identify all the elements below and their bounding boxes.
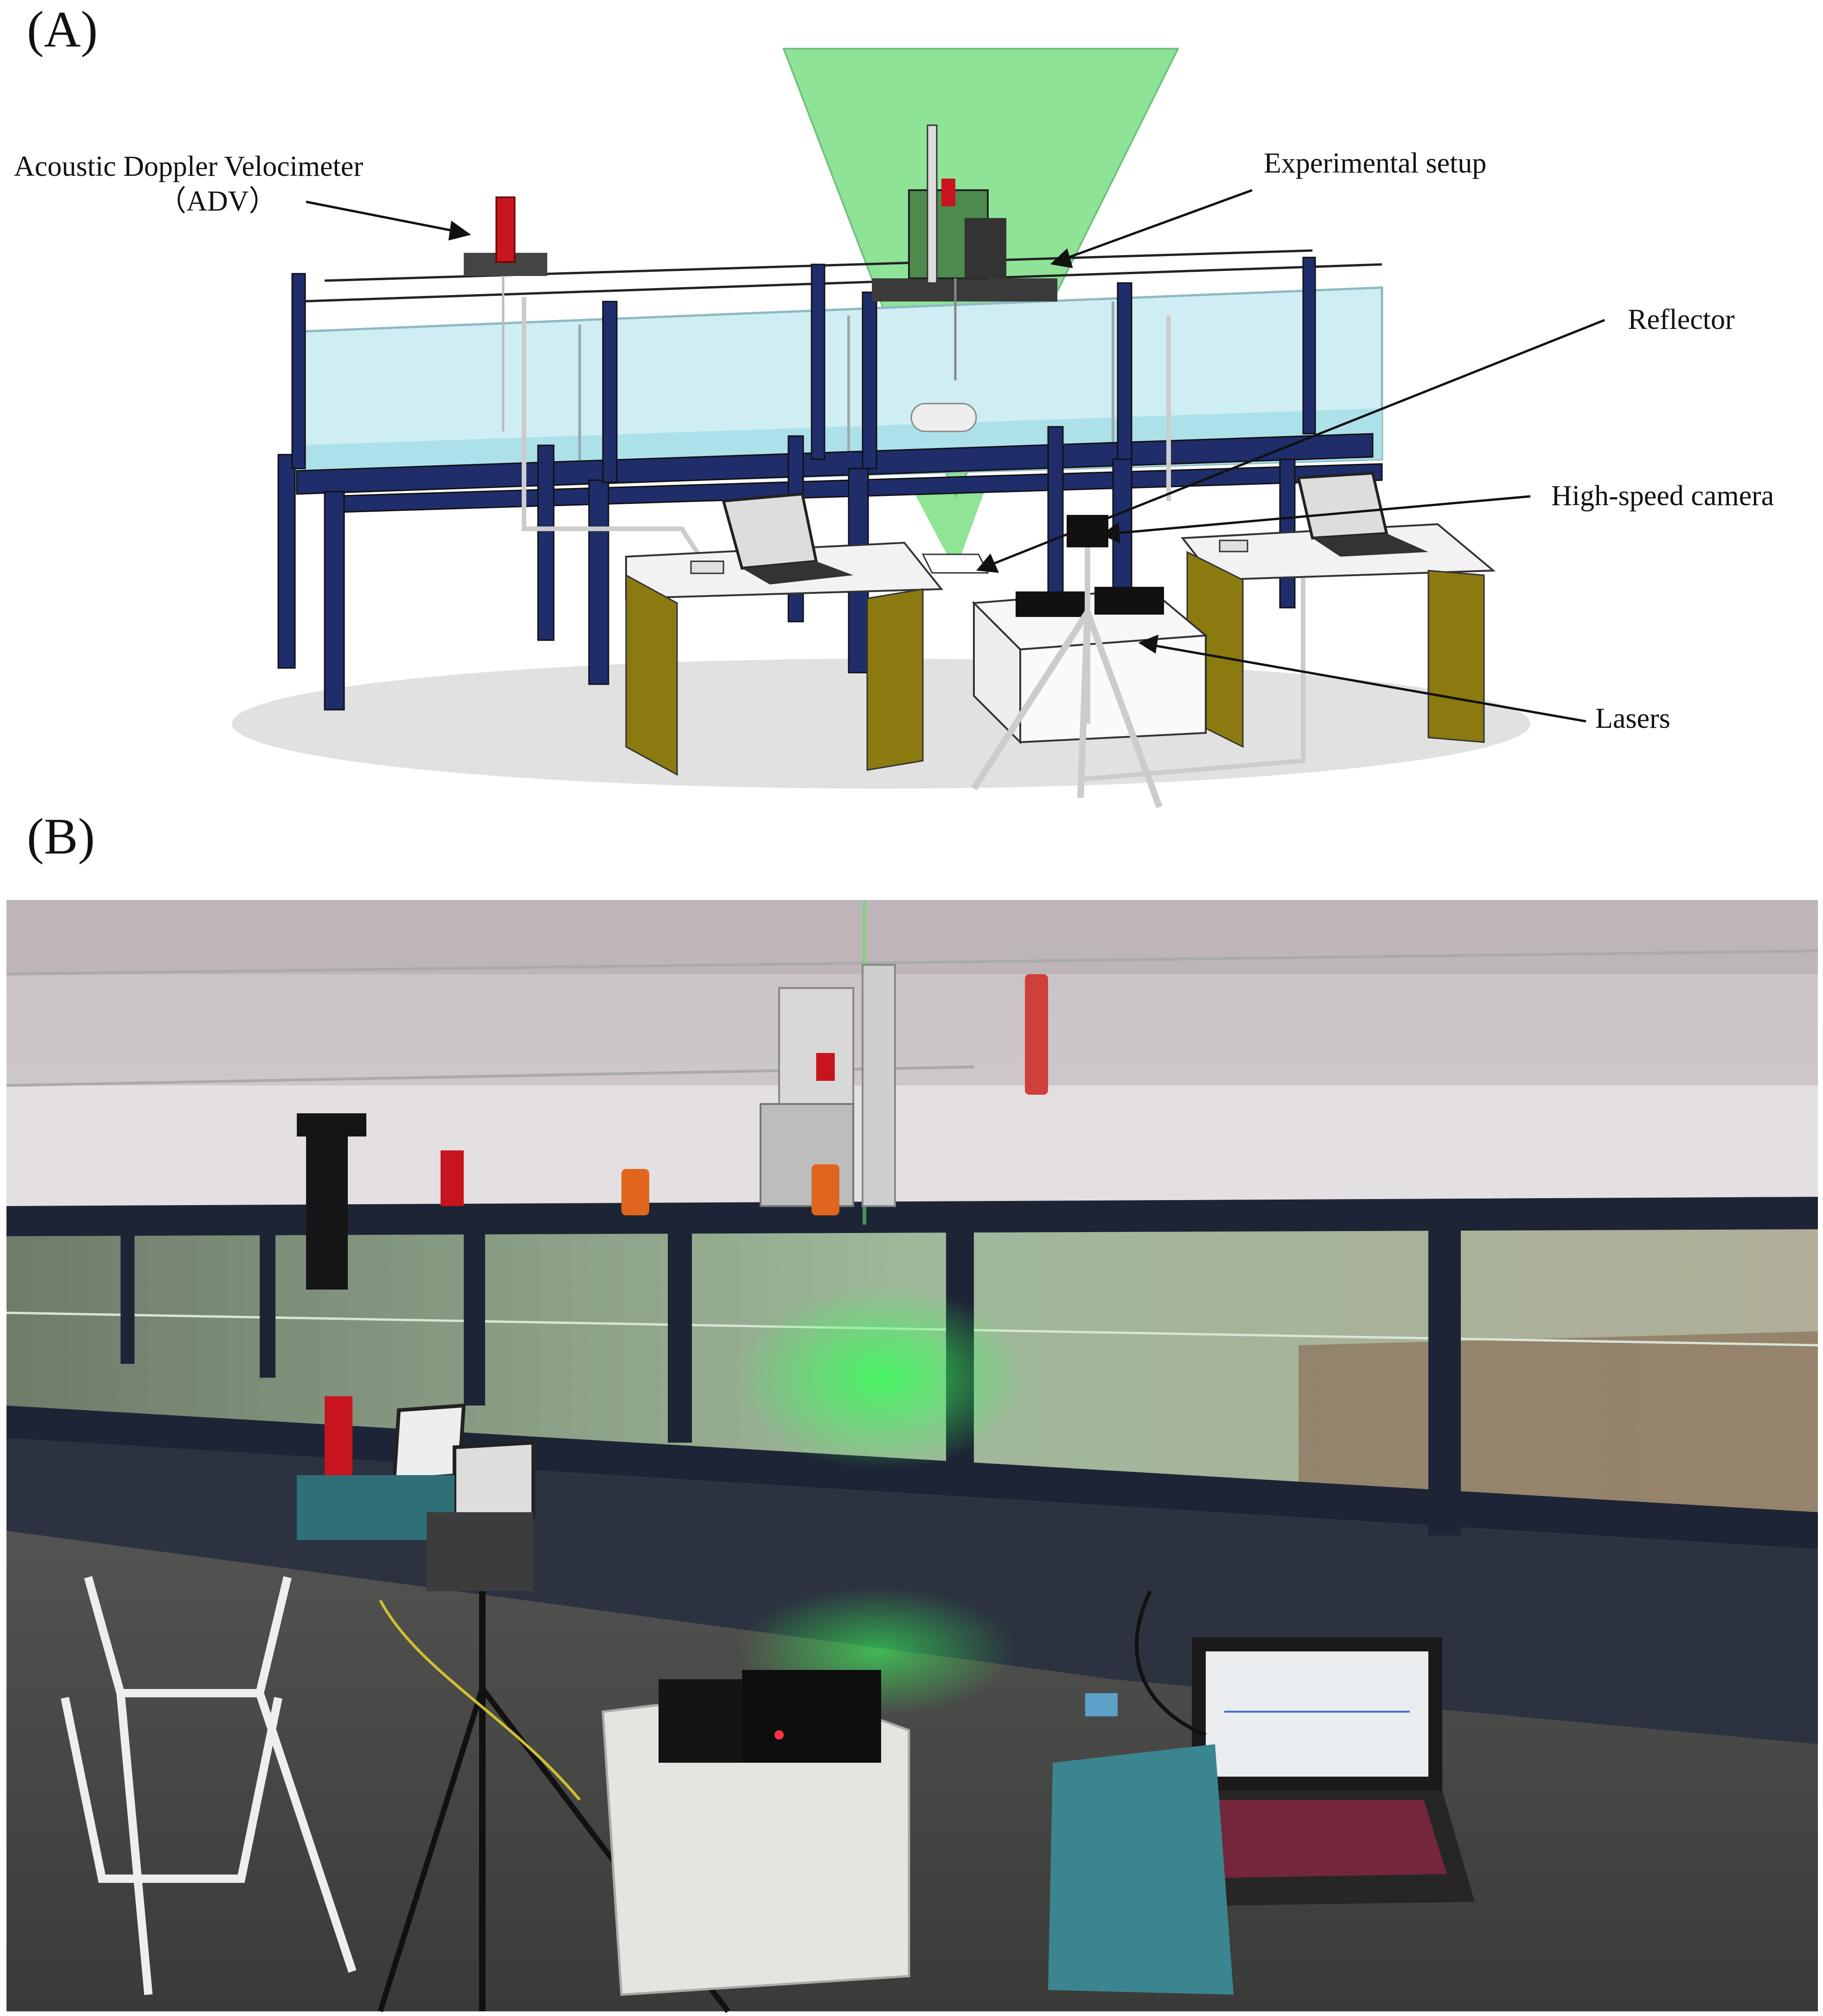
reflector-label: Reflector: [1628, 304, 1735, 335]
reflector: [921, 553, 989, 574]
experimental-setup-rig: [872, 124, 1057, 432]
high-speed-camera: [971, 515, 1163, 809]
right-table: [1181, 471, 1496, 748]
panel-a-label: (A): [27, 1, 98, 58]
panel-a-schematic: [232, 48, 1605, 809]
adv-abbrev-label: （ADV）: [158, 186, 278, 217]
experimental-setup-label: Experimental setup: [1264, 148, 1487, 179]
high-speed-camera-label: High-speed camera: [1551, 480, 1774, 512]
adv-device: [464, 196, 547, 431]
panel-b-label: (B): [27, 808, 95, 865]
lasers-label: Lasers: [1595, 703, 1670, 734]
adv-label: Acoustic Doppler Velocimeter: [14, 151, 363, 182]
flume-frame: [277, 257, 1383, 711]
left-table: [625, 492, 944, 776]
laser-box: [972, 587, 1209, 745]
